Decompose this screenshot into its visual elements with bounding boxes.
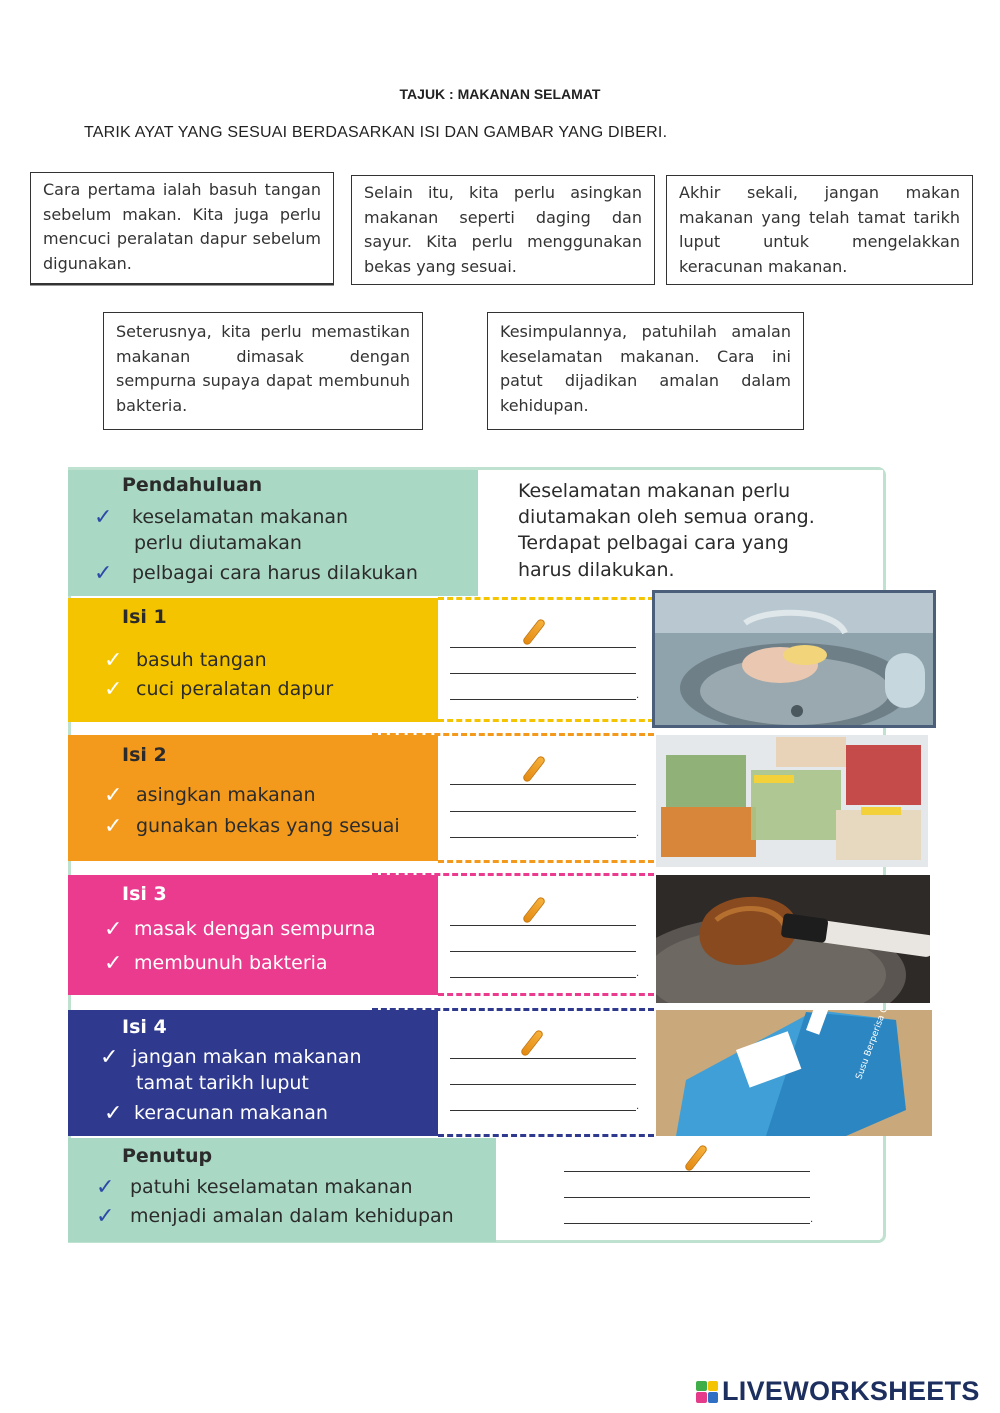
isi2-point-2: gunakan bekas yang sesuai: [136, 815, 400, 837]
isi3-point-1: masak dengan sempurna: [134, 918, 376, 940]
check-icon: ✓: [96, 1204, 115, 1229]
answer-line: [564, 1171, 810, 1172]
dashed-divider: [438, 719, 654, 722]
isi1-point-1: basuh tangan: [136, 649, 267, 671]
isi1-heading: Isi 1: [122, 606, 167, 628]
answer-line: [450, 811, 636, 812]
isi3-point-2: membunuh bakteria: [134, 952, 328, 974]
intro-text-line-3: Terdapat pelbagai cara yang: [518, 532, 789, 554]
check-icon: ✓: [100, 1045, 119, 1070]
dashed-divider: [372, 733, 654, 736]
dashed-divider: [438, 1134, 654, 1137]
photo-milk-carton: Susu Berperisa Coklat: [656, 1010, 932, 1136]
answer-line: [564, 1197, 810, 1198]
worksheet-instruction: TARIK AYAT YANG SESUAI BERDASARKAN ISI D…: [84, 124, 668, 141]
check-icon: ✓: [94, 505, 113, 530]
isi1-band: [68, 598, 438, 722]
check-icon: ✓: [104, 814, 123, 839]
check-icon: ✓: [104, 648, 123, 673]
isi2-point-1: asingkan makanan: [136, 784, 316, 806]
isi3-answer-area[interactable]: [438, 875, 654, 995]
check-icon: ✓: [104, 783, 123, 808]
isi1-point-2: cuci peralatan dapur: [136, 678, 334, 700]
dashed-divider: [372, 873, 654, 876]
answer-line: [450, 1084, 636, 1085]
intro-point-1: keselamatan makanan: [132, 506, 349, 528]
dashed-divider: [372, 1008, 654, 1011]
closing-heading: Penutup: [122, 1145, 213, 1167]
line-dot: .: [636, 1101, 640, 1112]
intro-point-3: pelbagai cara harus dilakukan: [132, 562, 418, 584]
intro-point-2: perlu diutamakan: [134, 532, 302, 554]
intro-text-line-4: harus dilakukan.: [518, 559, 675, 581]
answer-line: [450, 784, 636, 785]
photo-cooking-meat: [656, 875, 930, 1003]
answer-line: [564, 1223, 810, 1224]
line-dot: .: [810, 1214, 814, 1225]
isi4-point-3: keracunan makanan: [134, 1102, 328, 1124]
answer-line: [450, 837, 636, 838]
sentence-option-3[interactable]: Akhir sekali, jangan makan makanan yang …: [666, 175, 973, 285]
dashed-divider: [438, 860, 654, 863]
isi4-band: [68, 1010, 438, 1136]
intro-heading: Pendahuluan: [122, 474, 263, 496]
answer-line: [450, 925, 636, 926]
intro-text-line-2: diutamakan oleh semua orang.: [518, 506, 815, 528]
brand-name: LIVEWORKSHEETS: [722, 1376, 980, 1406]
sentence-option-2[interactable]: Selain itu, kita perlu asingkan makanan …: [351, 175, 655, 285]
intro-text-line-1: Keselamatan makanan perlu: [518, 480, 791, 502]
line-dot: .: [636, 690, 640, 701]
check-icon: ✓: [104, 951, 123, 976]
line-dot: .: [636, 828, 640, 839]
isi4-point-2: tamat tarikh luput: [136, 1072, 309, 1094]
answer-line: [450, 977, 636, 978]
answer-line: [450, 1110, 636, 1111]
answer-line: [450, 1058, 636, 1059]
intro-band: [68, 470, 478, 596]
isi1-answer-area[interactable]: [438, 598, 654, 722]
check-icon: ✓: [104, 917, 123, 942]
sentence-option-4[interactable]: Seterusnya, kita perlu memastikan makana…: [103, 312, 423, 430]
sentence-option-5[interactable]: Kesimpulannya, patuhilah amalan keselama…: [487, 312, 804, 430]
answer-line: [450, 951, 636, 952]
check-icon: ✓: [94, 561, 113, 586]
intro-text-panel: [478, 470, 883, 596]
line-dot: .: [636, 968, 640, 979]
isi2-band: [68, 735, 438, 861]
isi3-heading: Isi 3: [122, 883, 167, 905]
closing-point-1: patuhi keselamatan makanan: [130, 1176, 413, 1198]
isi4-heading: Isi 4: [122, 1016, 167, 1038]
answer-line: [450, 647, 636, 648]
isi4-answer-area[interactable]: [438, 1010, 654, 1136]
closing-point-2: menjadi amalan dalam kehidupan: [130, 1205, 454, 1227]
worksheet-title: TAJUK : MAKANAN SELAMAT: [399, 86, 601, 102]
sentence-option-1[interactable]: Cara pertama ialah basuh tangan sebelum …: [30, 172, 334, 284]
check-icon: ✓: [104, 677, 123, 702]
photo-food-containers: [656, 735, 928, 867]
isi2-answer-area[interactable]: [438, 735, 654, 861]
check-icon: ✓: [96, 1175, 115, 1200]
answer-line: [450, 699, 636, 700]
closing-answer-area[interactable]: [500, 1140, 880, 1240]
isi4-point-1: jangan makan makanan: [132, 1046, 362, 1068]
photo-washing-hands: [652, 590, 936, 728]
liveworksheets-logo: LIVEWORKSHEETS: [696, 1376, 980, 1407]
isi3-band: [68, 875, 438, 995]
closing-band: [68, 1138, 496, 1242]
dashed-divider: [438, 993, 654, 996]
liveworksheets-icon: [696, 1380, 718, 1403]
dashed-divider: [438, 597, 654, 600]
check-icon: ✓: [104, 1101, 123, 1126]
answer-line: [450, 673, 636, 674]
isi2-heading: Isi 2: [122, 744, 167, 766]
